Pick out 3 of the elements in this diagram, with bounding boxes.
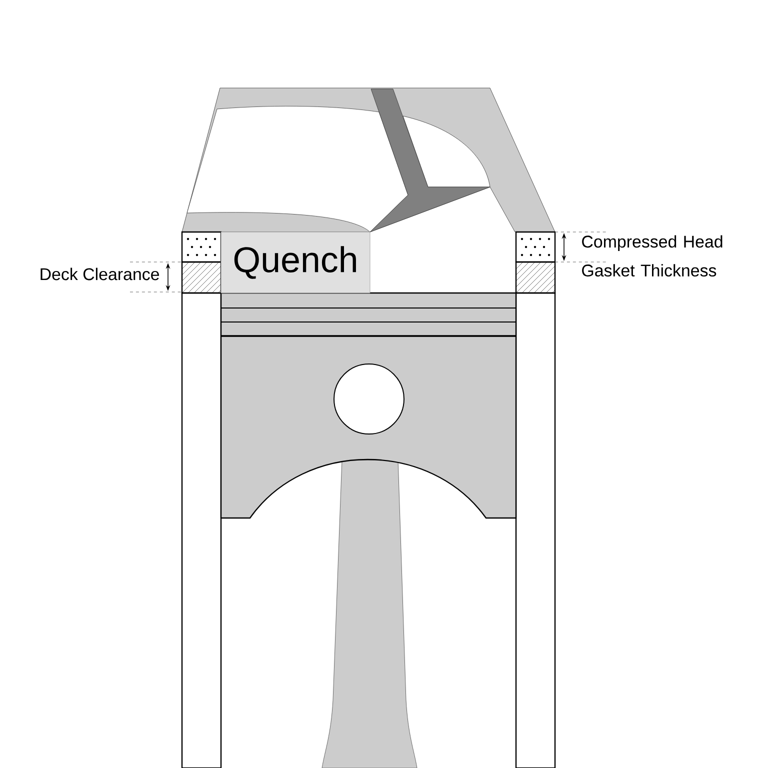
dimension-label: Compressed Head Gasket Thickness — [582, 235, 722, 277]
dimension-label: Deck Clearance — [40, 268, 160, 280]
quench-box: Quench — [220, 232, 370, 294]
